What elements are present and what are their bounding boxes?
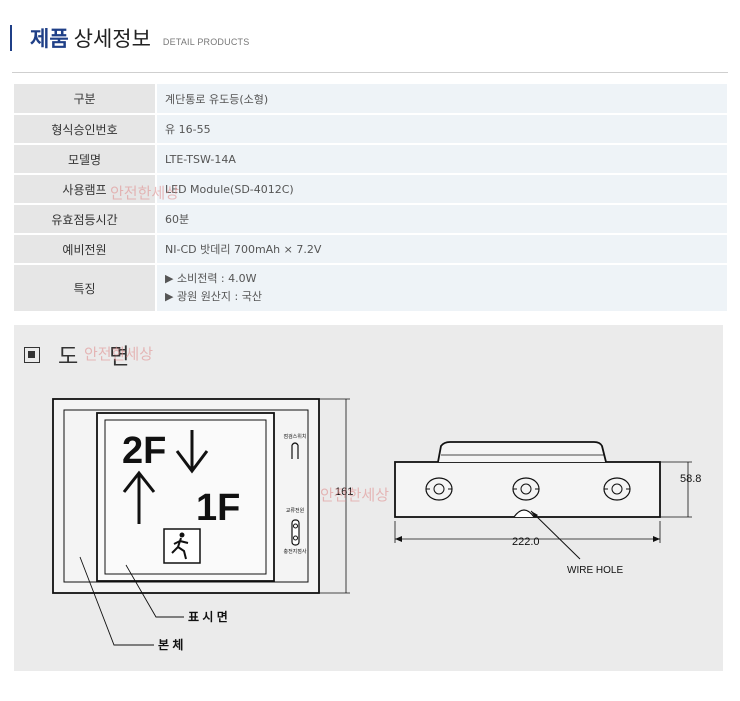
watermark-text: 안전한세상	[320, 486, 389, 504]
watermark-text: 안전한세상	[84, 345, 153, 363]
switch-icon	[291, 445, 299, 459]
display-face-label: 표 시 면	[188, 609, 228, 624]
drawing-panel: 도 면	[14, 325, 723, 671]
table-row: 모델명 LTE-TSW-14A	[14, 144, 727, 175]
display-leader-line	[125, 564, 184, 618]
header-divider	[12, 72, 728, 73]
front-view	[52, 398, 350, 646]
spec-label: 유효점등시간	[14, 204, 156, 235]
sign-upper-floor: 2F	[122, 430, 166, 472]
square-bullet-icon	[24, 347, 40, 363]
spec-value: 유 16-55	[155, 114, 727, 145]
table-row: 사용램프 LED Module(SD-4012C)	[14, 174, 727, 205]
header-title-bold: 제품	[30, 27, 69, 51]
side-top-cover	[437, 441, 607, 463]
spec-label: 구분	[14, 84, 156, 115]
technical-drawing: 2F 1F 점검스위치 교류전원 충전지점사 161 58.8 222.0 WI…	[52, 345, 701, 652]
depth-dimension-label: 58.8	[680, 473, 701, 485]
body-leader-line	[79, 556, 154, 646]
spec-label: 사용램프	[14, 174, 156, 205]
lamp-socket-icon	[512, 477, 540, 501]
spec-label: 모델명	[14, 144, 156, 175]
table-row: 예비전원 NI-CD 밧데리 700mAh × 7.2V	[14, 234, 727, 265]
sign-lower-floor: 1F	[196, 487, 240, 529]
feature-item: ▶ 소비전력 : 4.0W	[165, 272, 257, 285]
spec-value: 계단통로 유도등(소형)	[155, 84, 727, 115]
side-body-outline	[394, 461, 661, 518]
drawing-title: 도 면	[24, 339, 141, 371]
side-view	[394, 441, 692, 560]
table-row: 형식승인번호 유 16-55	[14, 114, 727, 145]
height-dimension-label: 161	[335, 486, 353, 498]
down-arrow-icon	[175, 430, 209, 474]
width-dimension-label: 222.0	[512, 536, 540, 548]
spec-value: ▶ 소비전력 : 4.0W ▶ 광원 원산지 : 국산	[155, 264, 727, 313]
lamp-socket-icon	[425, 477, 453, 501]
spec-value: LTE-TSW-14A	[155, 144, 727, 175]
switch-label: 점검스위치	[283, 433, 306, 440]
feature-item: ▶ 광원 원산지 : 국산	[165, 290, 262, 303]
section-header: 제품 상세정보 DETAIL PRODUCTS	[10, 22, 249, 54]
wire-hole-notch	[513, 509, 535, 518]
body-inner-outline	[63, 409, 309, 583]
spec-label: 특징	[14, 264, 156, 313]
table-row: 유효점등시간 60분	[14, 204, 727, 235]
wire-hole-leader-line	[530, 510, 581, 560]
spec-label: 형식승인번호	[14, 114, 156, 145]
spec-label: 예비전원	[14, 234, 156, 265]
running-man-icon	[179, 532, 185, 538]
lamp-socket-icon	[603, 477, 631, 501]
indicator-label-charge: 충전지점사	[283, 548, 306, 555]
spec-value: 60분	[155, 204, 727, 235]
header-accent-bar	[10, 25, 12, 51]
up-arrow-icon	[122, 470, 156, 524]
wire-hole-label: WIRE HOLE	[567, 565, 623, 576]
table-row: 구분 계단통로 유도등(소형)	[14, 84, 727, 115]
indicator-label-ac: 교류전원	[286, 507, 305, 514]
drawing-title-text: 도 면	[58, 345, 142, 370]
header-title: 상세정보	[73, 27, 151, 51]
body-label: 본 체	[158, 637, 183, 652]
display-inner	[104, 419, 267, 575]
spec-table: 구분 계단통로 유도등(소형) 형식승인번호 유 16-55 모델명 LTE-T…	[14, 84, 727, 313]
spec-value: NI-CD 밧데리 700mAh × 7.2V	[155, 234, 727, 265]
spec-value: LED Module(SD-4012C)	[155, 174, 727, 205]
header-subtitle: DETAIL PRODUCTS	[162, 36, 250, 47]
table-row: 특징 ▶ 소비전력 : 4.0W ▶ 광원 원산지 : 국산	[14, 264, 727, 313]
